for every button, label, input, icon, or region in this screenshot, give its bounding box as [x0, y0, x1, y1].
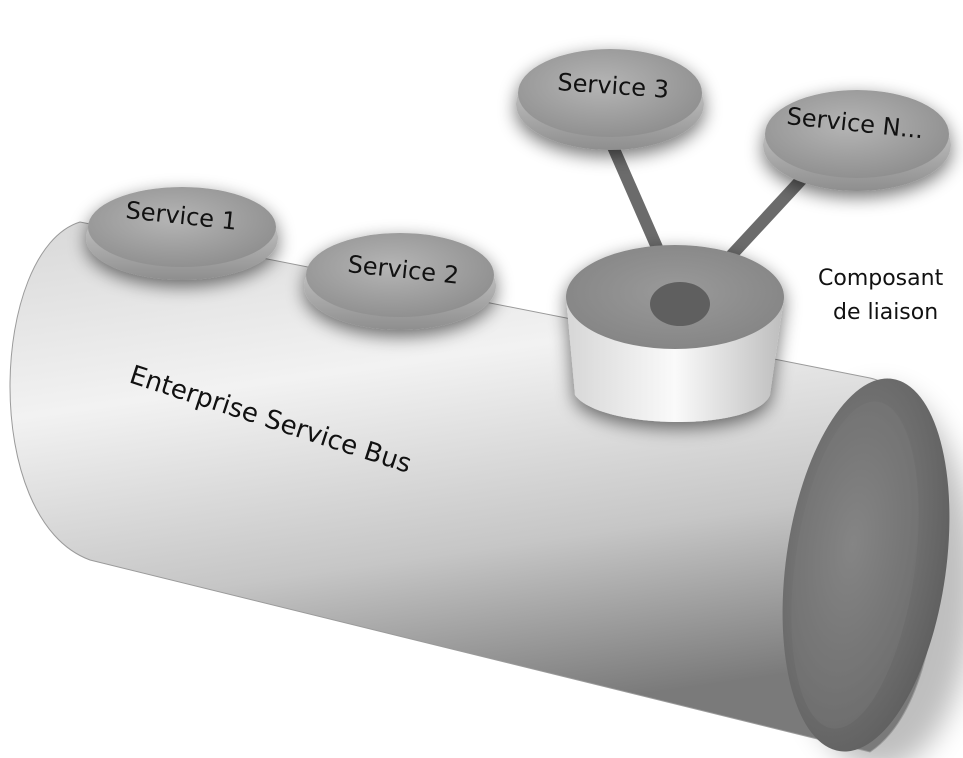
- binding-component-label-line1: Composant: [818, 266, 944, 291]
- connector-hub: [650, 282, 710, 326]
- service-disc-2: [304, 233, 496, 330]
- bus-end-cap: [782, 378, 950, 752]
- service-disc-1: [86, 187, 278, 280]
- binding-component-label-line2: de liaison: [833, 300, 938, 325]
- service-disc-3: [516, 49, 704, 150]
- service-disc-n: [763, 90, 951, 191]
- binding-component: [566, 245, 784, 423]
